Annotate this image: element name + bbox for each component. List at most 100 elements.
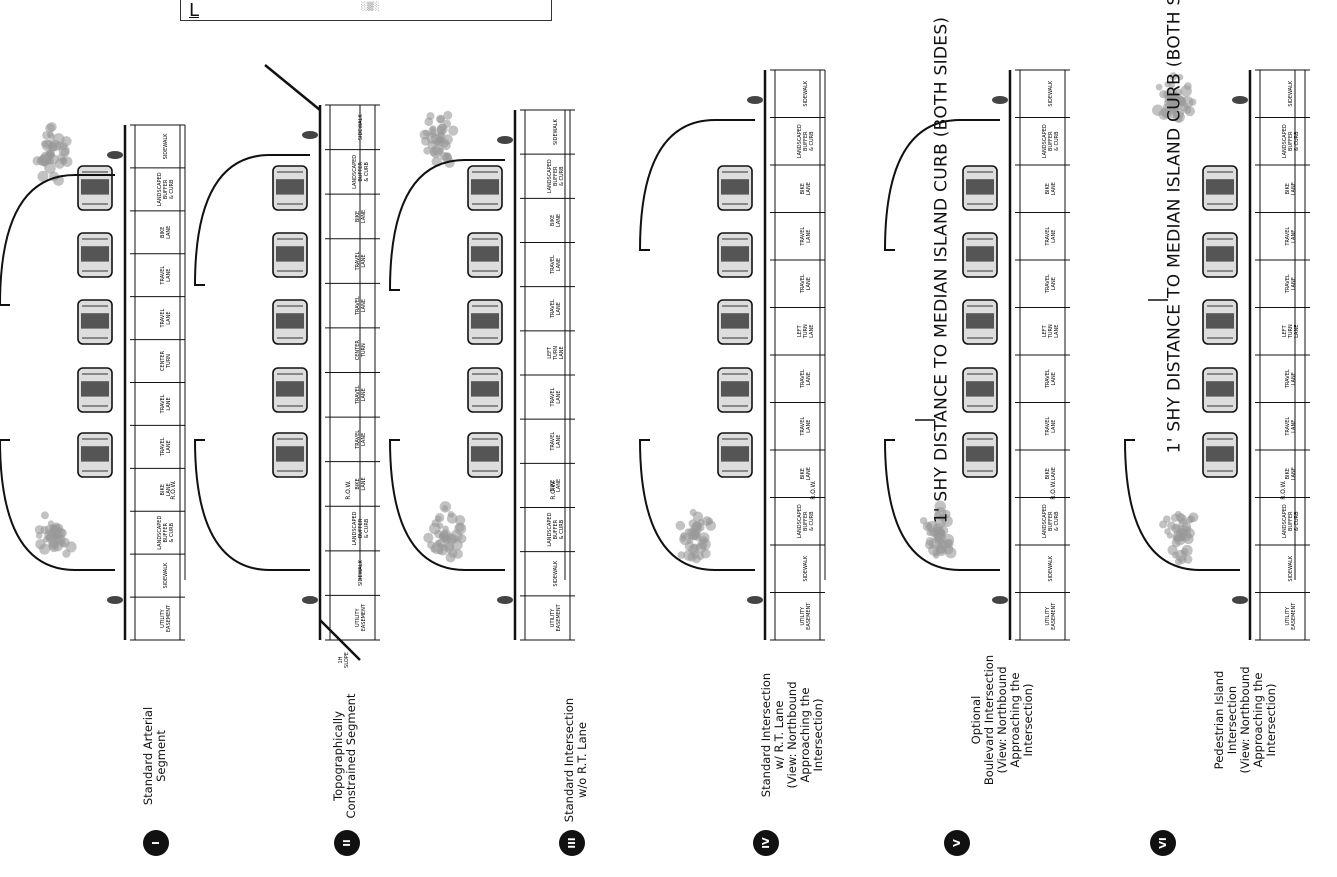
badge-section-4: IV: [753, 830, 779, 856]
sec3-lane-label: TRAVELLANE: [550, 387, 562, 407]
sec6-lane-label: TRAVELLANE: [1285, 417, 1297, 437]
sec2-lane-label: TRAVELLANE: [355, 430, 367, 450]
sec3-lane-label-line: SIDEWALK: [553, 560, 559, 587]
sec2-car: [273, 433, 307, 477]
sec1-lane-label: SIDEWALK: [163, 562, 169, 589]
sec5-lane-label-line: EASEMENT: [1051, 602, 1057, 630]
sec3-row-label: R.O.W.: [550, 480, 557, 499]
sec4-car: [718, 300, 752, 344]
sec6-lane-label: LANDSCAPEDBUFFER& CURB: [1282, 504, 1300, 538]
sec4-pedestrian-right: [747, 96, 763, 104]
sec3-tree-right-foliage: [430, 125, 436, 131]
sec3-lane-label: LEFTTURNLANE: [547, 346, 565, 361]
sec4-lane-label: SIDEWALK: [803, 555, 809, 582]
sec4-lane-label-line: LANE: [806, 467, 812, 480]
sec6-car-window: [1206, 179, 1234, 194]
sec5-lane-label: LEFTTURNLANE: [1042, 324, 1060, 339]
sec4-tree-left-foliage: [688, 533, 694, 539]
sec2-lane-label-line: TURN: [361, 343, 367, 358]
sec5-lane-label: LANDSCAPEDBUFFER& CURB: [1042, 504, 1060, 538]
sec4-lane-label-line: SIDEWALK: [803, 80, 809, 107]
sec2-lane-label: BIKELANE: [355, 210, 367, 223]
sec5-car-window: [966, 246, 994, 261]
sec5-tree-left-foliage: [944, 545, 954, 555]
sec4-car: [718, 433, 752, 477]
sec1-car: [78, 233, 112, 277]
badge-section-6: VI: [1150, 830, 1176, 856]
sec1-car-window: [81, 246, 109, 261]
sec2-pedestrian-right: [302, 131, 318, 139]
sec2-car-window: [276, 313, 304, 328]
sec1-lane-label-line: & CURB: [169, 179, 175, 199]
sec1-car: [78, 368, 112, 412]
sec6-lane-label-line: LANE: [1291, 467, 1297, 480]
sec1-lane-label: UTILITYEASEMENT: [160, 604, 172, 632]
sec2-lane-label-line: LANE: [361, 388, 367, 401]
sec5-pedestrian-right: [992, 96, 1008, 104]
sec2-car: [273, 300, 307, 344]
sec1-lane-label: LANDSCAPEDBUFFER& CURB: [157, 516, 175, 550]
sec5-lane-label-line: & CURB: [1054, 511, 1060, 531]
badge-section-3: III: [559, 830, 585, 856]
sec1-row-label: R.O.W.: [170, 480, 177, 499]
sec5-car: [963, 300, 997, 344]
sec4-car: [718, 368, 752, 412]
sec1-lane-label: BIKELANE: [160, 226, 172, 239]
sec6-tree-left: [1159, 511, 1198, 566]
sec2-slope-label: 1HSLOPE: [338, 652, 350, 668]
sec2-car: [273, 368, 307, 412]
sec4-tree-left-foliage: [690, 509, 697, 516]
sec3-tree-left-foliage: [453, 549, 463, 559]
sec4-lane-label: TRAVELLANE: [800, 417, 812, 437]
sec3-pedestrian-left: [497, 596, 513, 604]
sec2-lane-label: BIKELANE: [355, 477, 367, 490]
sec6-tree-left-foliage: [1189, 512, 1199, 522]
sec2-lane-label-line: & CURB: [364, 518, 370, 538]
sec4-lane-label-line: LANE: [806, 182, 812, 195]
sec5-lane-label: TRAVELLANE: [1045, 227, 1057, 247]
sec2-lane-label: UTILITYEASEMENT: [355, 603, 367, 631]
sec5-lane-label: SIDEWALK: [1048, 80, 1054, 107]
sec1-lane-label: TRAVELLANE: [160, 394, 172, 414]
caption-section-2: Topographically Constrained Segment: [332, 694, 358, 819]
sec3-car-window: [471, 446, 499, 461]
sec4-lane-label: UTILITYEASEMENT: [800, 602, 812, 630]
sec4-lane-label: TRAVELLANE: [800, 369, 812, 389]
sec6-car-window: [1206, 246, 1234, 261]
sec4-row-label-line: R.O.W.: [810, 480, 817, 499]
sec6-lane-label: LANDSCAPEDBUFFER& CURB: [1282, 124, 1300, 158]
sec4-car: [718, 166, 752, 210]
sec6-lane-label-line: LANE: [1291, 420, 1297, 433]
sec2-lane-label-line: LANE: [361, 433, 367, 446]
sec6-lane-label: TRAVELLANE: [1285, 369, 1297, 389]
sec6-car: [1203, 368, 1237, 412]
caption-section-1: Standard Arterial Segment: [142, 707, 168, 805]
sec4-pedestrian-left: [747, 596, 763, 604]
sec5-lane-label: BIKELANE: [1045, 182, 1057, 195]
sec1-car-window: [81, 313, 109, 328]
sec2-lane-label-line: LANE: [361, 210, 367, 223]
sec1-car-window: [81, 179, 109, 194]
sec3-tree-left: [423, 501, 466, 562]
sec5-row-label-line: R.O.W.: [1050, 480, 1057, 499]
sec1-lane-label-line: LANE: [166, 226, 172, 239]
sec6-car-window: [1206, 381, 1234, 396]
sec3-car-window: [471, 381, 499, 396]
sec5-lane-label-line: LANE: [1051, 277, 1057, 290]
sec6-lane-label-line: LANE: [1291, 182, 1297, 195]
sec2-pedestrian-left: [302, 596, 318, 604]
sec3-tree-left-foliage: [442, 526, 449, 533]
sec3-tree-left-foliage: [427, 541, 435, 549]
sec4-car-window: [721, 446, 749, 461]
sec3-lane-label: UTILITYEASEMENT: [550, 603, 562, 631]
sec6-tree-right-foliage: [1156, 84, 1163, 91]
sec5-car-window: [966, 179, 994, 194]
sec4-car-window: [721, 313, 749, 328]
sec6-car-window: [1206, 313, 1234, 328]
sec6-lane-label-line: LANE: [1291, 277, 1297, 290]
sec3-lane-label: TRAVELLANE: [550, 299, 562, 319]
sec5-car: [963, 166, 997, 210]
sec4-tree-left: [676, 509, 716, 563]
sec2-car-window: [276, 446, 304, 461]
